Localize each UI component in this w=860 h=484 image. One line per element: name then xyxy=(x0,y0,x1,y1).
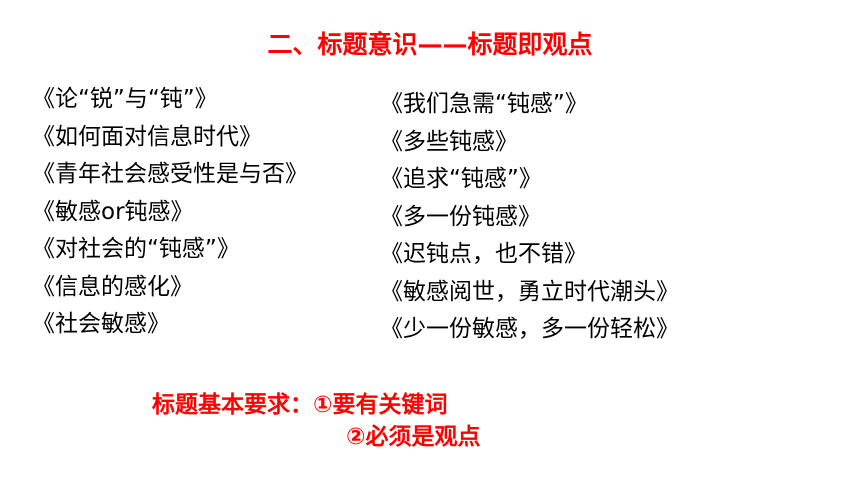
list-item: 《青年社会感受性是与否》 xyxy=(32,161,308,187)
list-item: 《如何面对信息时代》 xyxy=(32,123,262,150)
list-item: 《敏感阅世，勇立时代潮头》 xyxy=(380,278,679,305)
list-item: 《迟钝点，也不错》 xyxy=(380,241,587,267)
list-item: 《信息的感化》 xyxy=(32,273,193,300)
requirement-line-2: ②必须是观点 xyxy=(346,424,481,450)
list-item: 《我们急需“钝感”》 xyxy=(380,91,588,117)
left-title-list: 《论“锐”与“钝”》 《如何面对信息时代》 《青年社会感受性是与否》 《敏感or… xyxy=(32,86,308,349)
slide-heading: 二、标题意识——标题即观点 xyxy=(267,30,593,59)
list-item: 《社会敏感》 xyxy=(32,311,170,337)
right-title-list: 《我们急需“钝感”》 《多些钝感》 《追求“钝感”》 《多一份钝感》 《迟钝点，… xyxy=(380,91,679,354)
list-item: 《追求“钝感”》 xyxy=(380,166,542,192)
list-item: 《多些钝感》 xyxy=(380,128,518,155)
requirement-line-1: 标题基本要求：①要有关键词 xyxy=(152,392,448,418)
list-item: 《对社会的“钝感”》 xyxy=(32,236,240,262)
list-item: 《少一份敏感，多一份轻松》 xyxy=(380,316,679,342)
list-item: 《多一份钝感》 xyxy=(380,203,541,230)
list-item: 《敏感or钝感》 xyxy=(32,198,194,225)
list-item: 《论“锐”与“钝”》 xyxy=(32,86,218,112)
